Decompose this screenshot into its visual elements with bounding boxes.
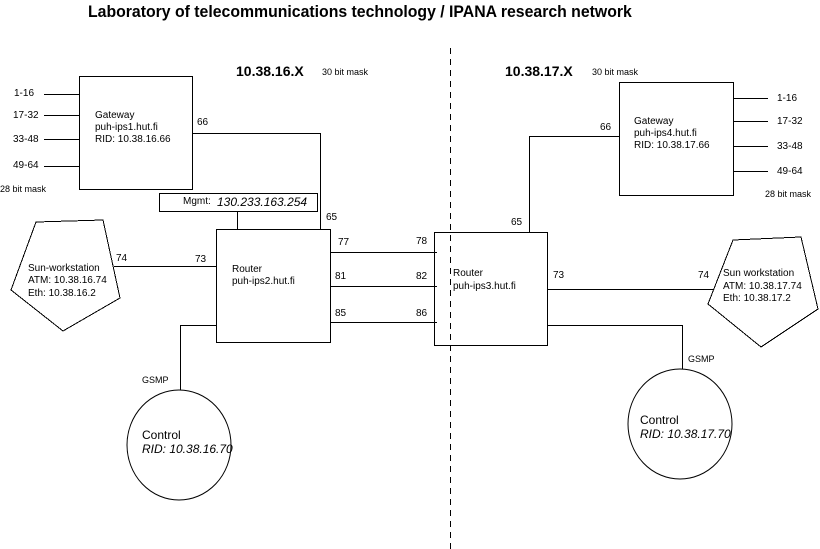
link-left-gateway-router xyxy=(193,133,321,229)
mgmt-label: Mgmt: xyxy=(183,196,211,207)
right-range-label-1: 1-16 xyxy=(777,93,798,104)
right-range-label-3: 33-48 xyxy=(777,141,803,152)
right-workstation-label: Sun workstation xyxy=(723,268,795,279)
left-subnet-mask: 30 bit mask xyxy=(322,67,369,77)
right-range-label-4: 49-64 xyxy=(777,166,803,177)
left-range-label-1: 1-16 xyxy=(14,88,35,99)
left-router-hostname: puh-ips2.hut.fi xyxy=(232,276,295,287)
right-range-mask: 28 bit mask xyxy=(765,189,812,199)
left-gsmp-label: GSMP xyxy=(142,375,169,385)
right-workstation-eth: Eth: 10.38.17.2 xyxy=(723,293,791,304)
right-workstation-port: 74 xyxy=(698,270,710,281)
left-trunk-port-3: 85 xyxy=(335,308,347,319)
left-router-port-73: 73 xyxy=(195,254,207,265)
left-workstation-shape[interactable] xyxy=(10,219,121,332)
right-workstation-atm: ATM: 10.38.17.74 xyxy=(723,281,802,292)
right-trunk-port-2: 82 xyxy=(416,271,428,282)
left-trunk-port-2: 81 xyxy=(335,271,347,282)
link-right-router-control xyxy=(548,325,683,369)
left-workstation-port: 74 xyxy=(116,253,128,264)
left-subnet-label: 10.38.16.X xyxy=(236,63,304,79)
right-control-rid: RID: 10.38.17.70 xyxy=(640,427,731,441)
right-router-port-73: 73 xyxy=(553,270,565,281)
left-workstation-eth: Eth: 10.38.16.2 xyxy=(28,288,96,299)
right-subnet-label: 10.38.17.X xyxy=(505,63,573,79)
right-gateway-port: 66 xyxy=(600,122,612,133)
right-control-circle[interactable] xyxy=(627,368,733,480)
left-gateway-box[interactable] xyxy=(79,76,193,190)
right-router-label: Router xyxy=(453,268,484,279)
right-trunk-port-1: 78 xyxy=(416,236,428,247)
right-router-port-65: 65 xyxy=(511,217,523,228)
right-trunk-port-3: 86 xyxy=(416,308,428,319)
mgmt-address: 130.233.163.254 xyxy=(217,195,308,209)
left-router-label: Router xyxy=(232,264,263,275)
left-router-port-65: 65 xyxy=(326,212,338,223)
left-control-circle[interactable] xyxy=(126,389,232,501)
right-gateway-box[interactable] xyxy=(619,82,734,196)
right-range-label-2: 17-32 xyxy=(777,116,803,127)
left-range-label-2: 17-32 xyxy=(13,110,39,121)
left-gateway-rid: RID: 10.38.16.66 xyxy=(95,134,171,145)
left-control-rid: RID: 10.38.16.70 xyxy=(142,442,233,456)
left-gateway-label: Gateway xyxy=(95,110,135,121)
right-subnet-mask: 30 bit mask xyxy=(592,67,639,77)
left-gateway-hostname: puh-ips1.hut.fi xyxy=(95,122,158,133)
link-right-gateway-router xyxy=(529,136,619,232)
right-gateway-hostname: puh-ips4.hut.fi xyxy=(634,128,697,139)
left-workstation-atm: ATM: 10.38.16.74 xyxy=(28,275,107,286)
right-gateway-label: Gateway xyxy=(634,116,674,127)
right-gsmp-label: GSMP xyxy=(688,354,715,364)
left-workstation-label: Sun-workstation xyxy=(28,263,100,274)
left-trunk-port-1: 77 xyxy=(338,237,350,248)
right-gateway-rid: RID: 10.38.17.66 xyxy=(634,140,710,151)
right-workstation-shape[interactable] xyxy=(707,236,819,348)
right-router-hostname: puh-ips3.hut.fi xyxy=(453,281,516,292)
left-gateway-port: 66 xyxy=(197,117,209,128)
right-router-box[interactable] xyxy=(434,232,548,346)
right-control-label: Control xyxy=(640,413,679,427)
left-range-label-3: 33-48 xyxy=(13,134,39,145)
left-control-label: Control xyxy=(142,428,181,442)
diagram-title: Laboratory of telecommunications technol… xyxy=(88,2,632,21)
mgmt-box[interactable] xyxy=(159,193,318,212)
left-range-label-4: 49-64 xyxy=(13,160,39,171)
left-range-mask: 28 bit mask xyxy=(0,184,47,194)
link-left-router-control xyxy=(180,325,216,390)
